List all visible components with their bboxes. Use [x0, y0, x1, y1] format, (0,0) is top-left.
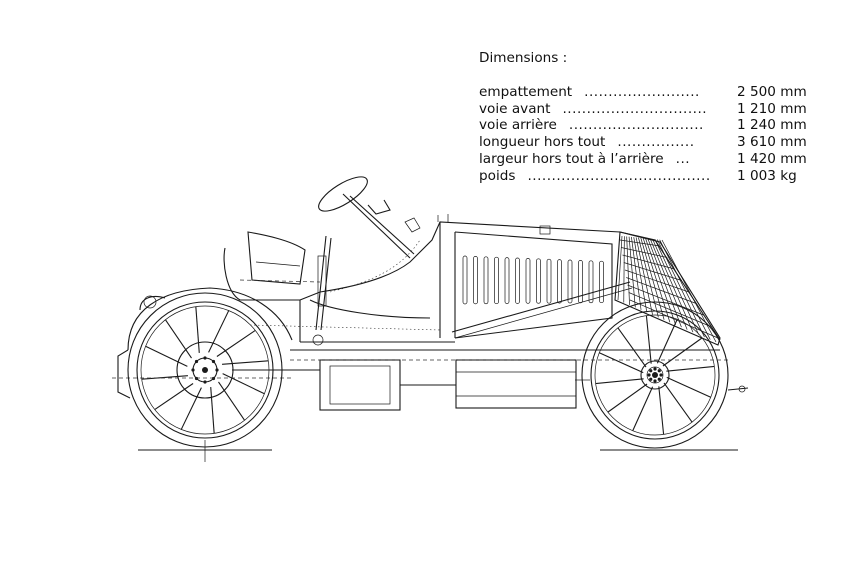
spec-row: poids ..................................… — [479, 168, 809, 185]
spec-leader: ................ — [617, 134, 695, 151]
dimensions-table: Dimensions : empattement ...............… — [479, 50, 809, 185]
ground-lines — [138, 440, 738, 462]
spec-value: 1 210 mm — [737, 100, 807, 117]
spec-row: voie avant .............................… — [479, 101, 809, 118]
spec-value: 2 500 mm — [737, 83, 807, 100]
rear-mudguard — [112, 287, 293, 399]
spec-label: voie arrière — [479, 117, 557, 134]
spec-row: largeur hors tout à l’arrière ... 1 420 … — [479, 151, 809, 168]
spec-label: empattement — [479, 83, 573, 100]
spec-label: voie avant — [479, 100, 551, 117]
spec-label: longueur hors tout — [479, 134, 606, 151]
spec-value: 1 420 mm — [737, 150, 807, 167]
spec-leader: ........................ — [584, 83, 700, 100]
spec-label: largeur hors tout à l’arrière — [479, 150, 664, 167]
radiator — [614, 231, 721, 346]
spec-leader: .............................. — [562, 100, 708, 117]
hood-strap — [451, 281, 633, 339]
dimensions-title: Dimensions : — [479, 50, 568, 66]
spec-row: voie arrière ...........................… — [479, 117, 809, 134]
spec-leader: ............................ — [568, 117, 704, 134]
spec-label: poids — [479, 167, 516, 184]
spec-row: longueur hors tout ................ 3 61… — [479, 134, 809, 151]
spec-row: empattement ........................ 2 5… — [479, 84, 809, 101]
spec-leader: ... — [675, 150, 691, 167]
spec-value: 1 003 kg — [737, 167, 797, 184]
spec-value: 3 610 mm — [737, 134, 807, 151]
hand-levers — [312, 235, 332, 346]
seat — [223, 231, 321, 301]
chassis-underside — [232, 324, 749, 411]
spec-leader: ...................................... — [527, 167, 711, 184]
spec-value: 1 240 mm — [737, 117, 807, 134]
body-and-bonnet — [290, 214, 721, 351]
bonnet-louvres — [462, 255, 604, 305]
steering-column — [318, 176, 421, 259]
rear-wheel — [127, 292, 283, 448]
